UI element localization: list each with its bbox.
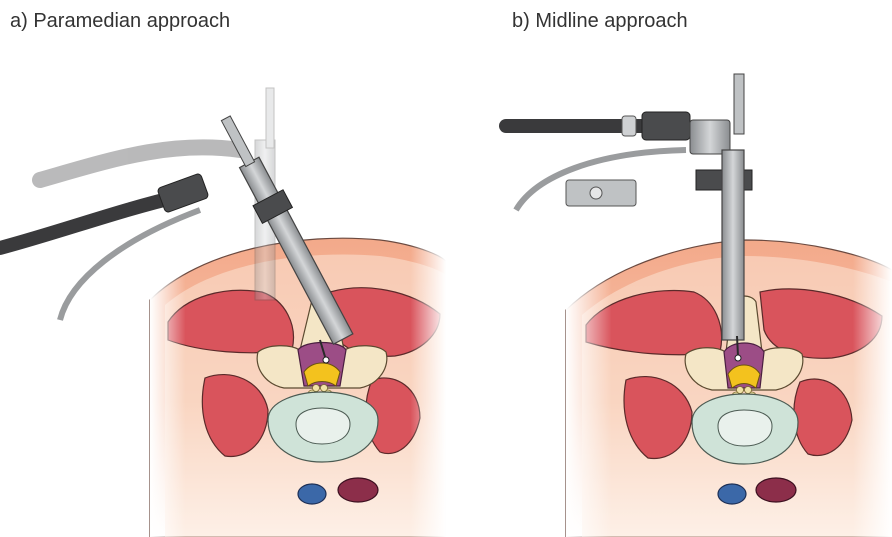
camera-head (157, 173, 209, 213)
working-channel (737, 336, 738, 356)
panel-paramedian: a) Paramedian approach (0, 0, 446, 537)
paramedian-illustration (0, 0, 446, 537)
panel-midline: b) Midline approach (446, 0, 892, 537)
camera-head (642, 112, 690, 140)
endoscope-shaft (722, 150, 744, 340)
midline-illustration (446, 0, 892, 537)
endoscope-ocular (734, 74, 744, 134)
